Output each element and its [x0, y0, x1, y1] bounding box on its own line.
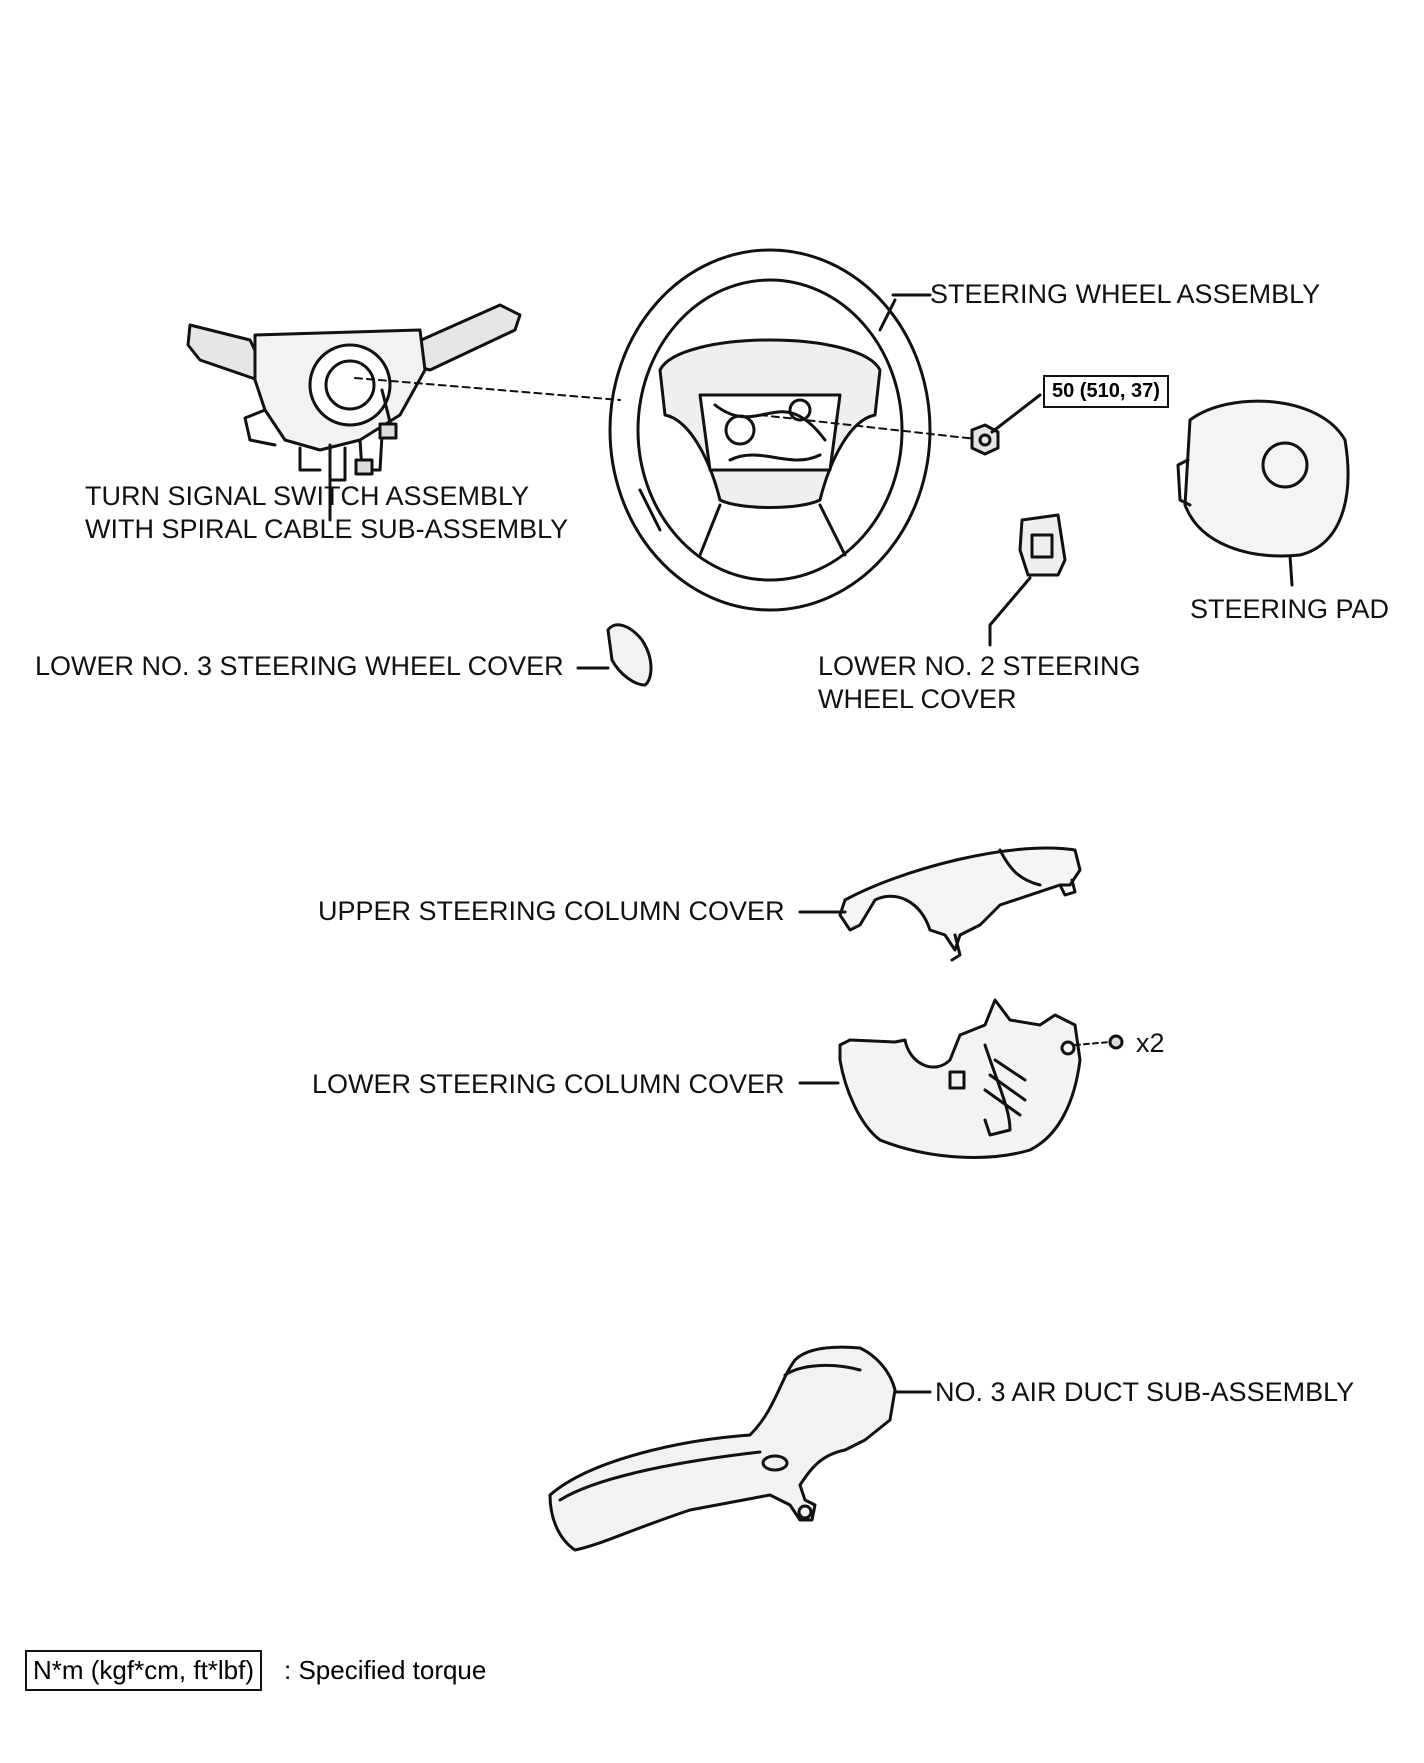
lower-no3-cover-label: LOWER NO. 3 STEERING WHEEL COVER [35, 651, 564, 681]
air-duct-drawing [548, 1345, 932, 1552]
turn-signal-label-line2: WITH SPIRAL CABLE SUB-ASSEMBLY [85, 514, 569, 544]
turn-signal-switch-drawing [186, 303, 522, 522]
upper-column-cover-label: UPPER STEERING COLUMN COVER [318, 896, 785, 926]
legend-description: : Specified torque [284, 1655, 487, 1685]
lower-column-cover-label: LOWER STEERING COLUMN COVER [312, 1069, 785, 1099]
steering-wheel-drawing [608, 248, 932, 612]
lower-no2-cover-drawing [988, 513, 1067, 647]
steering-pad-drawing [1176, 399, 1350, 587]
screw-quantity-label: x2 [1136, 1028, 1165, 1058]
upper-column-cover-drawing [798, 846, 1082, 962]
torque-spec-box: 50 (510, 37) [1043, 375, 1169, 408]
steering-wheel-label: STEERING WHEEL ASSEMBLY [930, 279, 1321, 309]
lower-column-cover-drawing [798, 998, 1082, 1159]
steering-pad-label: STEERING PAD [1190, 594, 1390, 624]
lower-no2-cover-label-line1: LOWER NO. 2 STEERING [818, 651, 1141, 681]
screw-drawing [1074, 1034, 1124, 1050]
legend-unit-box: N*m (kgf*cm, ft*lbf) [25, 1650, 263, 1691]
air-duct-label: NO. 3 AIR DUCT SUB-ASSEMBLY [935, 1377, 1355, 1407]
turn-signal-label-line1: TURN SIGNAL SWITCH ASSEMBLY [85, 481, 530, 511]
lower-no3-cover-drawing [576, 623, 653, 687]
lower-no2-cover-label-line2: WHEEL COVER [818, 684, 1017, 714]
